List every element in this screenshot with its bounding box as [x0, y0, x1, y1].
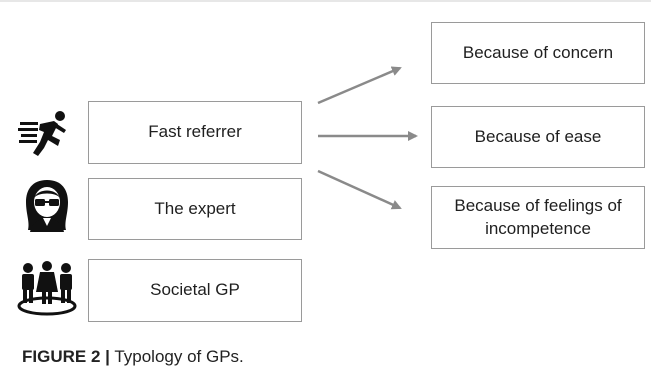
running-person-icon: [18, 111, 66, 156]
typology-label: The expert: [154, 198, 236, 218]
reason-box-incompetence: Because of feelings of incompetence: [431, 186, 645, 249]
typology-label: Fast referrer: [148, 122, 242, 142]
caption-separator: |: [105, 347, 110, 366]
reason-box-concern: Because of concern: [431, 22, 645, 84]
arrow-to-incompetence: [317, 169, 402, 210]
typology-label: Societal GP: [150, 280, 240, 300]
caption-text: Typology of GPs.: [114, 347, 244, 366]
arrow-to-concern: [317, 66, 402, 105]
reason-label: Because of feelings of incompetence: [454, 196, 622, 238]
figure-caption: FIGURE 2 | Typology of GPs.: [22, 347, 244, 367]
typology-box-expert: The expert: [88, 178, 302, 240]
caption-label: FIGURE 2: [22, 347, 101, 366]
people-group-icon: [17, 261, 77, 316]
woman-with-glasses-icon: [26, 180, 68, 232]
reason-box-ease: Because of ease: [431, 106, 645, 168]
typology-box-societal-gp: Societal GP: [88, 259, 302, 322]
typology-box-fast-referrer: Fast referrer: [88, 101, 302, 164]
top-rule: [0, 0, 651, 2]
reason-label: Because of ease: [474, 126, 602, 146]
reason-label: Because of concern: [462, 42, 614, 62]
